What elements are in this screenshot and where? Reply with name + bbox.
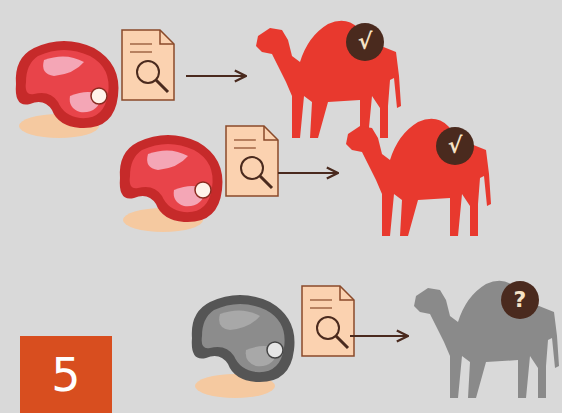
arrow [186, 75, 246, 77]
status-badge: √ [436, 127, 474, 165]
document-icon [226, 126, 278, 196]
meat-sample [192, 295, 295, 398]
status-badge: ? [501, 281, 539, 319]
camel-silhouette [256, 21, 401, 138]
node-text: √ [358, 31, 373, 53]
camel-silhouette [346, 119, 491, 236]
node-text: √ [448, 135, 463, 157]
meat-sample [120, 135, 223, 232]
node-text: ? [514, 289, 527, 311]
callout-number: 5 [20, 336, 112, 413]
node-text: 5 [51, 352, 80, 398]
arrow [278, 172, 338, 174]
document-icon [122, 30, 174, 100]
document-icon [302, 286, 354, 356]
arrow [350, 335, 408, 337]
status-badge: √ [346, 23, 384, 61]
camel-silhouette [414, 281, 559, 398]
meat-sample [16, 41, 119, 138]
